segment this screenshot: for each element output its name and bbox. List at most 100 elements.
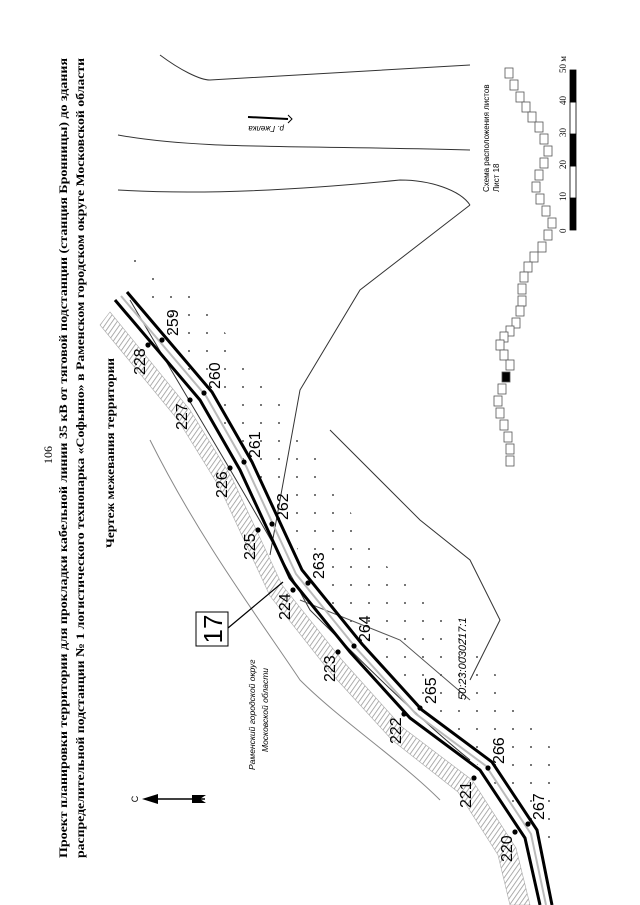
right-point-marker — [269, 521, 275, 527]
sheet-cell — [543, 229, 553, 241]
sheet-cell — [515, 305, 525, 317]
scale-segment — [569, 101, 577, 135]
right-point-marker — [305, 580, 311, 586]
sheet-cell — [539, 133, 549, 145]
sheet-cell — [543, 145, 553, 157]
district-label-2: Московской области — [260, 668, 270, 752]
left-point-label: 225 — [242, 533, 259, 560]
left-point-label: 226 — [214, 471, 231, 498]
sheet-cell — [517, 295, 527, 307]
drawing-subtitle: Чертеж межевания территории — [103, 358, 117, 548]
sheet-cell — [521, 101, 531, 113]
right-point-marker — [241, 459, 247, 465]
sheet-cell — [495, 339, 505, 351]
scale-tick-label: 0 — [558, 228, 568, 233]
left-point-label: 220 — [499, 835, 516, 862]
right-point-label: 265 — [423, 677, 440, 704]
right-point-label: 259 — [165, 309, 182, 336]
right-point-marker — [159, 337, 165, 343]
sheet-cell — [505, 443, 515, 455]
left-point-label: 228 — [132, 348, 149, 375]
river-flow-arrow — [247, 114, 293, 124]
sheet-cell — [517, 283, 527, 295]
sheet-cell — [519, 271, 529, 283]
left-point-marker — [255, 527, 261, 533]
left-point-marker — [471, 775, 477, 781]
left-point-marker — [335, 649, 341, 655]
left-point-marker — [401, 711, 407, 717]
right-point-label: 264 — [357, 615, 374, 642]
sheet-cell — [523, 261, 533, 273]
sheet-cell — [509, 79, 519, 91]
right-point-marker — [485, 765, 491, 771]
title-line-1: Проект планировки территории для проклад… — [56, 57, 70, 858]
sheet-layout-diagram — [493, 67, 557, 467]
left-point-label: 222 — [388, 717, 405, 744]
right-point-label: 260 — [207, 362, 224, 389]
sheet-callout[interactable]: 17 — [198, 615, 228, 644]
sheet-cell — [504, 67, 514, 79]
right-point-marker — [525, 821, 531, 827]
cable-route — [113, 291, 554, 905]
sheet-cell — [547, 217, 557, 229]
scale-tick-label: 20 — [558, 160, 568, 170]
parcel-number: 50:23:0030217:1 — [457, 617, 469, 700]
title-line-2: распределительной подстанции № 1 логисти… — [73, 58, 87, 858]
sheet-cell — [537, 241, 547, 253]
sheet-cell — [503, 431, 513, 443]
right-point-marker — [201, 390, 207, 396]
right-point-label: 266 — [491, 737, 508, 764]
scale-tick-label: 10 — [558, 192, 568, 202]
scale-bar: 0 10 20 30 40 50 м — [558, 56, 577, 233]
sheet-cell — [541, 205, 551, 217]
left-point-label: 221 — [458, 781, 475, 808]
right-point-marker — [351, 643, 357, 649]
sheet-cell — [534, 121, 544, 133]
sheet-cell — [495, 407, 505, 419]
sheet-cell — [515, 91, 525, 103]
north-arrow-icon — [142, 794, 206, 804]
sheet-callout-box — [195, 611, 229, 647]
left-point-marker — [512, 829, 518, 835]
sheet-cell — [527, 111, 537, 123]
north-label: С — [130, 795, 140, 802]
sheet-cell — [511, 317, 521, 329]
left-point-marker — [290, 587, 296, 593]
scale-tick-label: 30 — [558, 128, 568, 138]
sheet-cell — [505, 455, 515, 467]
dotted-zone — [120, 250, 560, 860]
left-point-marker — [187, 397, 193, 403]
sheet-cell — [505, 359, 515, 371]
scale-segment — [569, 197, 577, 231]
scale-segment — [569, 133, 577, 167]
current-sheet-cell — [501, 371, 511, 383]
sheet-cell — [497, 383, 507, 395]
callout-leader — [227, 581, 284, 629]
inset-title: Схема расположения листов — [482, 84, 491, 192]
river-label: р. Гжелка — [248, 124, 285, 133]
right-point-label: 262 — [275, 493, 292, 520]
sheet-cell — [529, 251, 539, 263]
sheet-cell — [531, 181, 541, 193]
scale-tick-label: 40 — [558, 96, 568, 106]
left-point-label: 227 — [174, 403, 191, 430]
sheet-cell — [493, 395, 503, 407]
inset-sheet: Лист 18 — [492, 163, 501, 192]
page-number: 106 — [41, 446, 55, 464]
right-point-label: 263 — [311, 552, 328, 579]
right-point-label: 267 — [531, 793, 548, 820]
sheet-cell — [534, 169, 544, 181]
left-point-marker — [227, 465, 233, 471]
left-point-label: 223 — [322, 655, 339, 682]
sheet-cell — [535, 193, 545, 205]
sheet-cell — [499, 349, 509, 361]
sheet-cell — [539, 157, 549, 169]
scale-tick-label: 50 м — [558, 56, 568, 73]
left-point-marker — [145, 342, 151, 348]
sheet-cell — [499, 419, 509, 431]
scale-segment — [569, 165, 577, 199]
